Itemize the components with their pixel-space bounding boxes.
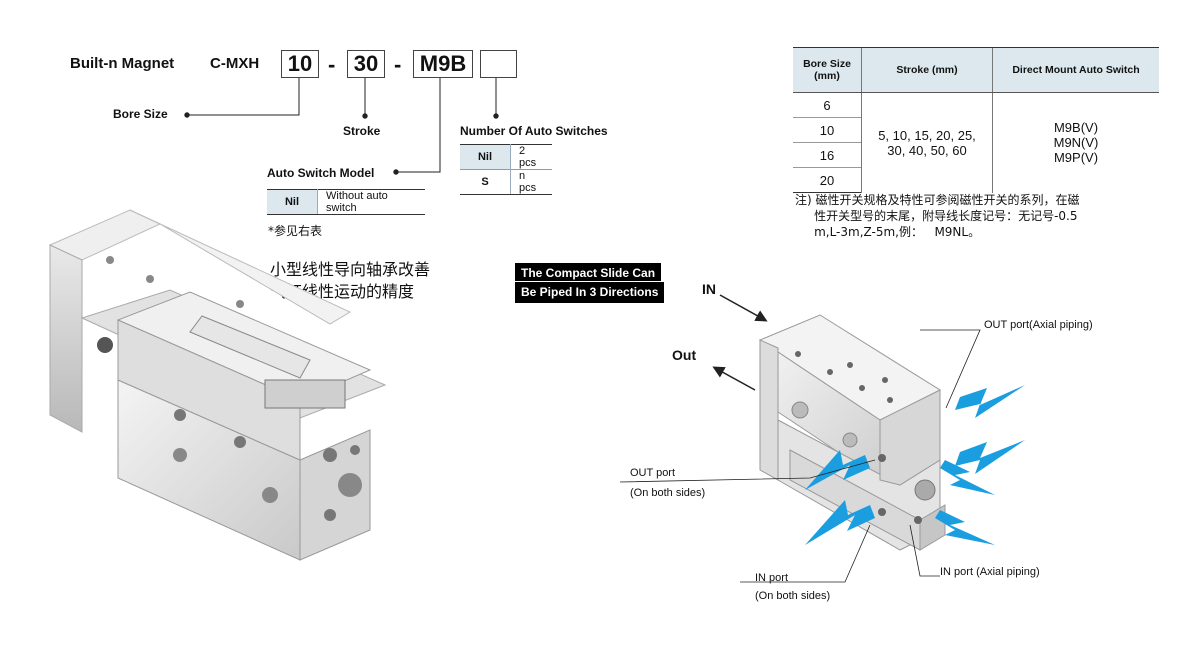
in-port-axial-label: IN port (Axial piping) bbox=[940, 566, 1040, 578]
spec-bore-cell: 16 bbox=[793, 142, 862, 168]
number-of-switches-label: Number Of Auto Switches bbox=[460, 124, 608, 138]
stroke-label: Stroke bbox=[343, 124, 381, 138]
piping-diagram bbox=[619, 294, 1025, 583]
model-code-leaders bbox=[184, 78, 499, 175]
in-port-label-2: (On both sides) bbox=[755, 590, 831, 602]
bore-size-label: Bore Size bbox=[113, 107, 168, 121]
dash-2: - bbox=[394, 52, 402, 77]
in-label: IN bbox=[702, 281, 716, 297]
in-port-label-1: IN port bbox=[755, 572, 789, 584]
cn-description-1: 小型线性导向轴承改善 bbox=[270, 260, 431, 279]
dash-1: - bbox=[328, 52, 336, 77]
see-right-note: *参见右表 bbox=[268, 224, 323, 238]
piping-badge-line2: Be Piped In 3 Directions bbox=[515, 281, 665, 303]
spec-bore-cell: 6 bbox=[793, 92, 862, 118]
spec-stroke-cell: 5, 10, 15, 20, 25, 30, 40, 50, 60 bbox=[861, 92, 993, 193]
spec-switch-cell: M9B(V) M9N(V) M9P(V) bbox=[992, 92, 1159, 193]
spec-note: 注) 磁性开关规格及特性可参阅磁性开关的系列，在磁 性开关型号的末尾，附导线长度… bbox=[795, 193, 1080, 239]
switch-count-code-box bbox=[480, 50, 517, 78]
piping-badge-line1: The Compact Slide Can bbox=[515, 263, 662, 284]
out-port-label-2: (On both sides) bbox=[630, 487, 706, 499]
bore-code-box: 10 bbox=[281, 50, 319, 78]
out-port-label-1: OUT port bbox=[630, 467, 676, 479]
switch-code-box: M9B bbox=[413, 50, 473, 78]
model-title: Built-n Magnet bbox=[70, 55, 175, 72]
spec-bore-cell: 10 bbox=[793, 117, 862, 143]
out-label: Out bbox=[672, 347, 697, 363]
stroke-code-box: 30 bbox=[347, 50, 385, 78]
spec-bore-cell: 20 bbox=[793, 167, 862, 193]
spec-header-switch: Direct Mount Auto Switch bbox=[992, 47, 1159, 93]
out-port-axial-label: OUT port(Axial piping) bbox=[984, 319, 1093, 331]
product-illustration bbox=[48, 209, 387, 561]
spec-table: Bore Size (mm) Stroke (mm) Direct Mount … bbox=[793, 47, 1159, 193]
spec-header-bore: Bore Size (mm) bbox=[793, 47, 862, 93]
spec-header-stroke: Stroke (mm) bbox=[861, 47, 993, 93]
auto-switch-model-label: Auto Switch Model bbox=[267, 166, 375, 180]
model-series: C-MXH bbox=[210, 55, 260, 72]
